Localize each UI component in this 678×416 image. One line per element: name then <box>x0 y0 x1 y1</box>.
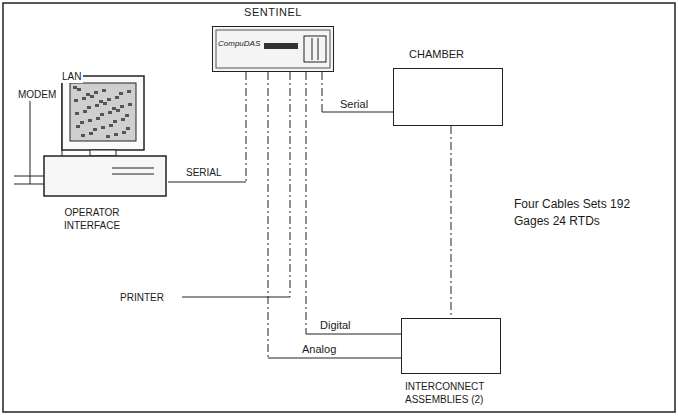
screen-texture <box>107 98 111 101</box>
screen-texture <box>90 95 94 98</box>
screen-texture <box>114 133 118 136</box>
chassis-drawing <box>212 26 334 72</box>
cable-label: Digital <box>318 318 353 332</box>
screen-texture <box>73 86 77 89</box>
cable-drop <box>246 72 247 182</box>
screen-texture <box>122 131 126 134</box>
monitor-screen <box>70 83 136 141</box>
screen-texture <box>121 118 125 121</box>
chamber-unit: CHAMBER <box>393 48 503 126</box>
panel-block <box>304 36 326 62</box>
drive-bay <box>112 174 154 175</box>
drive-slot <box>264 43 298 49</box>
screen-texture <box>87 106 91 109</box>
printer-wire <box>182 297 290 298</box>
screen-texture <box>96 117 100 120</box>
screen-texture <box>128 103 132 106</box>
cable-drop <box>306 72 307 334</box>
screen-texture <box>109 124 113 127</box>
outer-frame <box>3 3 675 412</box>
screen-texture <box>80 121 84 124</box>
screen-texture <box>93 128 97 131</box>
cable-label: Serial <box>338 97 370 111</box>
cable-label: Four Cables Sets 192 Gages 24 RTDs <box>512 196 666 230</box>
screen-texture <box>86 93 90 96</box>
rack-chassis: CompuDAS <box>212 26 334 72</box>
wire-label: LAN <box>60 70 83 83</box>
drive-bay <box>112 168 154 169</box>
screen-texture <box>100 113 104 116</box>
screen-texture <box>119 92 123 95</box>
interconnect-box <box>401 318 501 374</box>
wire-label: MODEM <box>16 88 58 101</box>
screen-texture <box>89 132 93 135</box>
screen-texture <box>94 91 98 94</box>
cable-run <box>306 334 401 335</box>
workstation: OPERATOR INTERFACE <box>42 72 168 232</box>
unit-caption: INTERCONNECT ASSEMBLIES (2) <box>405 380 501 406</box>
screen-texture <box>76 125 80 128</box>
unit-heading: CHAMBER <box>393 48 503 61</box>
screen-texture <box>116 109 120 112</box>
screen-texture <box>113 120 117 123</box>
cable-label: SERIAL <box>184 166 224 180</box>
screen-texture <box>127 90 131 93</box>
screen-texture <box>88 119 92 122</box>
cable-run <box>451 126 452 318</box>
modem-wire <box>30 100 31 184</box>
unit-heading: SENTINEL <box>212 6 334 19</box>
brand-label: CompuDAS <box>218 39 260 49</box>
printer-wire <box>290 72 291 297</box>
screen-texture <box>82 97 86 100</box>
signal-cable <box>168 72 246 182</box>
screen-texture <box>125 114 129 117</box>
cable-run <box>168 182 246 183</box>
signal-cable <box>268 72 401 358</box>
modem-wire <box>14 184 44 185</box>
interconnect-unit: INTERCONNECT ASSEMBLIES (2) <box>401 318 501 410</box>
monitor-case <box>62 76 144 150</box>
cable-run <box>322 112 393 113</box>
screen-texture <box>126 127 130 130</box>
screen-texture <box>99 100 103 103</box>
cable-drop <box>268 72 269 358</box>
screen-texture <box>102 89 106 92</box>
panel-divider <box>318 38 319 60</box>
chassis-outline <box>213 27 334 72</box>
screen-texture <box>103 102 107 105</box>
screen-texture <box>106 135 110 138</box>
screen-texture <box>81 134 85 137</box>
sentinel-unit: SENTINEL CompuDAS <box>212 6 334 72</box>
screen-texture <box>120 105 124 108</box>
system-unit <box>44 156 166 196</box>
screen-texture <box>115 96 119 99</box>
screen-texture <box>95 104 99 107</box>
chassis-bezel <box>216 30 330 68</box>
wire-label: PRINTER <box>118 291 166 304</box>
signal-cable <box>451 126 452 318</box>
screen-texture <box>74 99 78 102</box>
screen-texture <box>77 88 81 91</box>
cable-run <box>268 358 401 359</box>
cable-label: Analog <box>300 342 338 356</box>
chamber-box <box>393 68 503 126</box>
screen-texture <box>101 126 105 129</box>
screen-texture <box>112 107 116 110</box>
screen-texture <box>108 111 112 114</box>
screen-texture <box>75 112 79 115</box>
computer-drawing <box>42 72 168 200</box>
signal-cable <box>306 72 401 334</box>
unit-caption: OPERATOR INTERFACE <box>52 206 132 232</box>
screen-texture <box>83 110 87 113</box>
monitor-stand <box>90 150 116 156</box>
cable-drop <box>322 72 323 112</box>
panel-divider <box>312 38 313 60</box>
signal-cable <box>322 72 393 112</box>
